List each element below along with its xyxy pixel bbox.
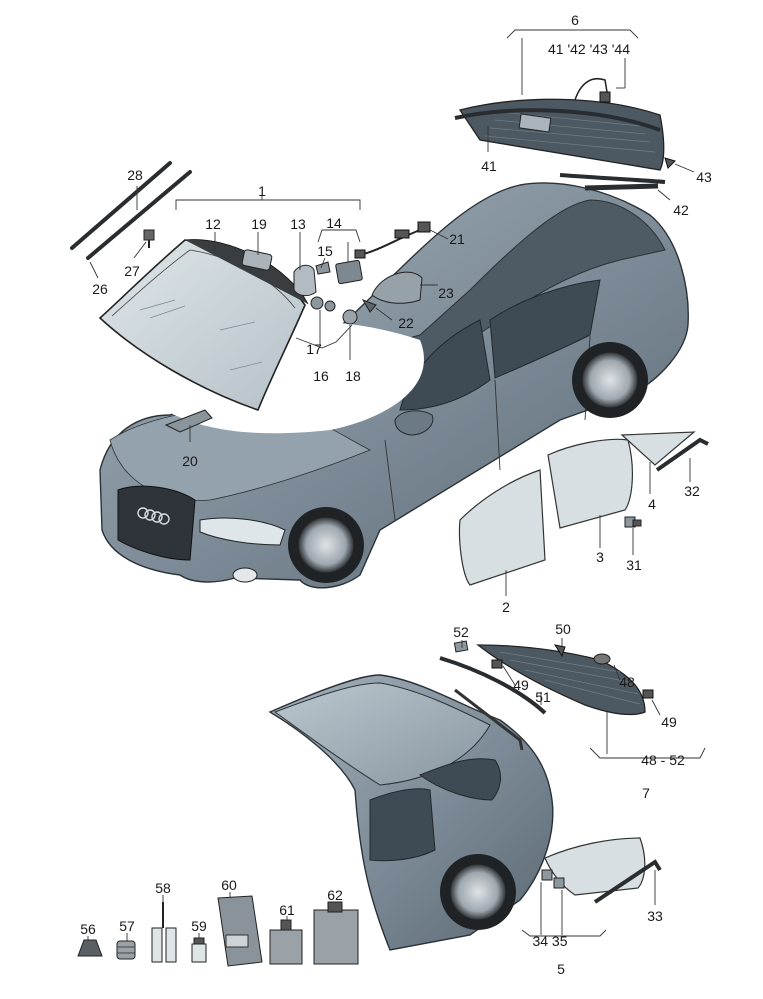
callout-26: 26 (92, 281, 108, 297)
part-60 (217, 895, 263, 967)
callout-49-right: 49 (661, 714, 677, 730)
callout-1: 1 (258, 183, 266, 199)
callout-48: 48 (619, 674, 635, 690)
front-door-glass-2 (458, 469, 546, 586)
callout-3: 3 (596, 549, 604, 565)
callout-48-52: 48 - 52 (641, 752, 685, 768)
part-60-label (225, 934, 249, 948)
callout-6: 6 (571, 12, 579, 28)
avant-quarter-window (418, 758, 502, 801)
part-59 (191, 937, 207, 963)
callout-12: 12 (205, 216, 221, 232)
avant-rear-rim (449, 863, 507, 921)
callout-6-sub: 41 '42 '43 '44 (548, 41, 630, 57)
windshield-reflections (139, 299, 263, 371)
callout-52: 52 (453, 624, 469, 640)
callout-20: 20 (182, 453, 198, 469)
callout-42: 42 (673, 202, 689, 218)
part-23 (371, 271, 423, 304)
callout-33: 33 (647, 908, 663, 924)
harness-21 (354, 221, 431, 259)
callout-59: 59 (191, 918, 207, 934)
callout-labels: 1 2 3 4 5 6 41 '42 '43 '44 7 12 13 14 15… (80, 12, 712, 977)
part-35 (553, 877, 565, 889)
part-34 (541, 869, 553, 881)
roof-spoiler (454, 688, 524, 751)
leader-lines (87, 29, 706, 941)
rear-rim (581, 351, 639, 409)
seal-32 (655, 437, 709, 472)
callout-62: 62 (327, 887, 343, 903)
callout-50: 50 (555, 621, 571, 637)
callout-23: 23 (438, 285, 454, 301)
fog-light (232, 567, 258, 583)
trim-strip-28 (70, 161, 172, 250)
front-rim (297, 516, 355, 574)
consumables (77, 895, 359, 967)
grille-rings (137, 507, 170, 525)
callout-7: 7 (642, 785, 650, 801)
callout-57: 57 (119, 918, 135, 934)
callout-4: 4 (648, 496, 656, 512)
quarter-glass-4 (620, 431, 696, 466)
part-19 (241, 249, 273, 271)
part-18 (342, 309, 358, 325)
callout-22: 22 (398, 315, 414, 331)
part-22 (361, 299, 377, 313)
callout-18: 18 (345, 368, 361, 384)
callout-14: 14 (326, 215, 342, 231)
callout-16: 16 (313, 368, 329, 384)
callout-58: 58 (155, 880, 171, 896)
part-62 (313, 901, 359, 965)
side-mirror (394, 410, 434, 436)
part-14 (335, 259, 363, 285)
windshield (98, 239, 309, 412)
headlight (199, 517, 286, 546)
callout-49-left: 49 (513, 677, 529, 693)
callout-31: 31 (626, 557, 642, 573)
part-20 (164, 409, 213, 433)
avant-roof (273, 682, 491, 786)
callout-13: 13 (290, 216, 306, 232)
seal-33 (593, 859, 662, 904)
rear-door-window (489, 279, 601, 379)
rear-door-glass-3 (547, 438, 633, 529)
part-15 (315, 261, 331, 275)
callout-21: 21 (449, 231, 465, 247)
callout-17: 17 (306, 341, 322, 357)
callout-15: 15 (317, 243, 333, 259)
callout-41: 41 (481, 158, 497, 174)
rear-window-7 (439, 640, 654, 716)
part-58 (151, 902, 177, 963)
callout-2: 2 (502, 599, 510, 615)
callout-27: 27 (124, 263, 140, 279)
part-31 (624, 516, 642, 528)
sunroof-panel (454, 78, 676, 191)
callout-43: 43 (696, 169, 712, 185)
clip-27 (143, 229, 155, 248)
avant-car (268, 674, 554, 951)
part-57 (116, 940, 136, 960)
part-13 (293, 264, 317, 297)
callout-61: 61 (279, 902, 295, 918)
callout-5: 5 (557, 961, 565, 977)
avant-door-window (369, 788, 436, 862)
callout-19: 19 (251, 216, 267, 232)
callout-32: 32 (684, 483, 700, 499)
part-56 (77, 939, 103, 957)
part-61 (269, 919, 303, 965)
part-16 (310, 296, 324, 310)
trim-strip-26 (86, 170, 192, 260)
callout-51: 51 (535, 689, 551, 705)
front-grille (117, 485, 196, 561)
callout-28: 28 (127, 167, 143, 183)
callout-56: 56 (80, 921, 96, 937)
callout-34-35: 34 35 (532, 933, 567, 949)
callout-60: 60 (221, 877, 237, 893)
part-16b (324, 300, 336, 312)
